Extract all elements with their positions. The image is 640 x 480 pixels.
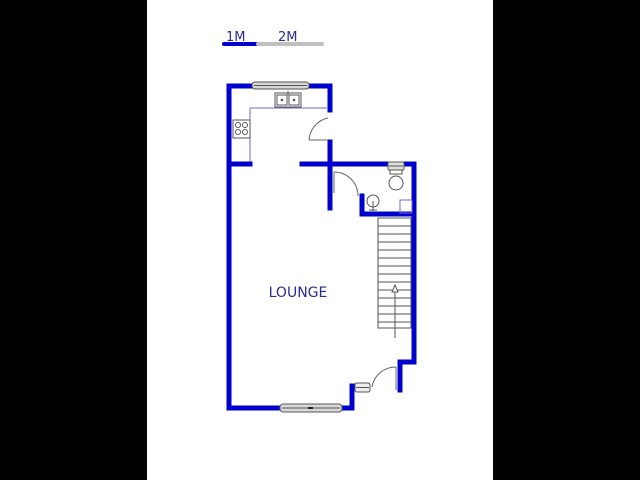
scale-bar: 1M 2M	[222, 30, 324, 46]
window-entrance	[354, 382, 371, 393]
bathroom-door-icon	[333, 171, 359, 197]
room-label-lounge: LOUNGE	[269, 285, 328, 301]
window-bottom	[279, 403, 343, 413]
staircase-icon	[377, 217, 412, 338]
entrance-door-icon	[371, 366, 397, 390]
scale-label-1m: 1M	[226, 30, 246, 45]
floor-plan-sheet: 1M 2M	[147, 0, 493, 480]
scale-label-2m: 2M	[278, 30, 298, 45]
kitchen-sink-icon	[274, 91, 302, 108]
kitchen-door-icon	[308, 117, 329, 141]
stove-icon	[232, 119, 251, 139]
shower-tray	[399, 199, 413, 214]
walls	[226, 83, 417, 411]
kitchen-counter	[249, 107, 327, 165]
window-top	[251, 81, 310, 90]
toilet-icon	[387, 161, 405, 191]
wash-basin-icon	[366, 194, 380, 211]
